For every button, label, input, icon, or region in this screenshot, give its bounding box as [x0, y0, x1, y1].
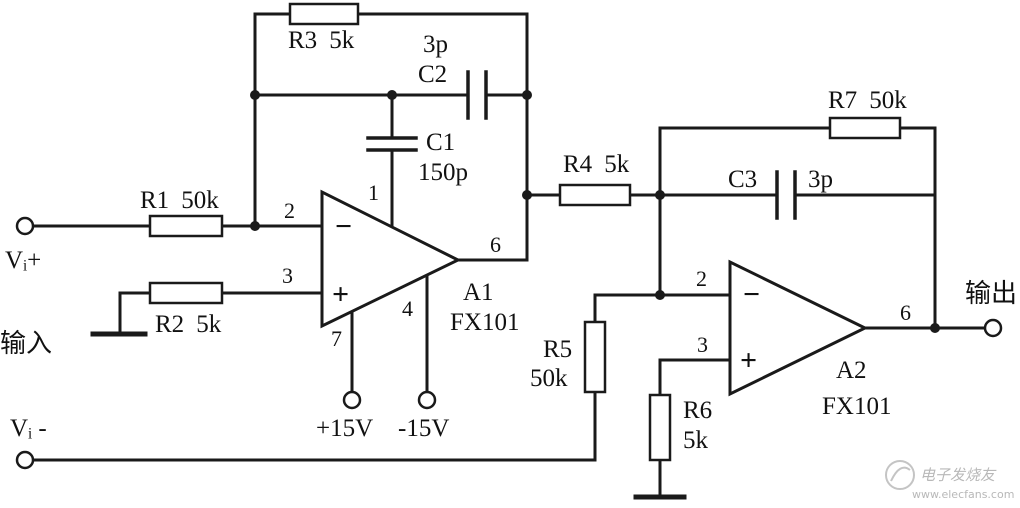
label-supply-pos: +15V [316, 415, 373, 442]
capacitor-c1 [366, 136, 418, 152]
a2-pin-out: 6 [900, 300, 911, 325]
a1-pin-in-plus: 3 [282, 263, 293, 288]
resistor-r4 [558, 183, 632, 207]
capacitor-c2 [466, 70, 488, 120]
a2-model: FX101 [822, 393, 891, 420]
capacitor-c3 [775, 170, 797, 220]
resistor-r6 [648, 393, 672, 462]
a1-pin-vneg: 4 [402, 296, 413, 321]
label-vi-plus: Vᵢ+ [5, 247, 41, 274]
c2-value: 3p [423, 31, 448, 58]
c3-value: 3p [808, 166, 833, 193]
c1-value: 150p [418, 159, 468, 186]
r6-name: R6 [683, 397, 712, 424]
terminal-supply-neg [417, 390, 437, 410]
c2-name: C2 [418, 61, 447, 88]
opamp-a2-triangle [728, 259, 869, 397]
r6-value: 5k [683, 427, 709, 454]
wires [31, 12, 987, 497]
watermark-url: www.elecfans.com [912, 488, 1014, 501]
terminal-supply-pos [342, 390, 362, 410]
label-supply-neg: -15V [398, 415, 449, 442]
opamp-a1-triangle [320, 189, 462, 329]
a2-minus-sign: − [743, 278, 760, 311]
c1-name: C1 [426, 129, 455, 156]
a1-pin-vpos: 7 [331, 326, 342, 351]
resistor-r7 [828, 116, 902, 140]
watermark-text: 电子发烧友 [920, 466, 997, 484]
label-input: 输入 [0, 329, 52, 359]
a1-name: A1 [463, 279, 494, 306]
c3-name: C3 [728, 166, 757, 193]
r5-value: 50k [530, 365, 568, 392]
a1-pin-out: 6 [490, 232, 501, 257]
a2-pin-in-plus: 3 [697, 332, 708, 357]
label-vi-minus: Vᵢ - [10, 415, 47, 442]
a1-model: FX101 [450, 309, 519, 336]
terminal-vi-plus [15, 216, 35, 236]
a1-plus-sign: + [332, 278, 349, 311]
watermark-logo-icon [885, 460, 915, 490]
terminal-output [983, 318, 1003, 338]
a1-pin-comp: 1 [368, 180, 379, 205]
a2-name: A2 [836, 357, 867, 384]
r5-name: R5 [543, 336, 572, 363]
junction-dots [250, 90, 940, 333]
resistor-r5 [583, 320, 607, 394]
a1-minus-sign: − [335, 210, 352, 243]
label-output: 输出 [965, 279, 1017, 309]
a1-pin-in-minus: 2 [284, 198, 295, 223]
resistor-r2 [148, 281, 224, 305]
resistor-r3 [288, 2, 360, 26]
resistor-r1 [148, 214, 224, 238]
watermark: 电子发烧友 www.elecfans.com [885, 460, 1014, 501]
a2-pin-in-minus: 2 [696, 266, 707, 291]
terminal-vi-minus [15, 450, 35, 470]
a2-plus-sign: + [740, 344, 757, 377]
